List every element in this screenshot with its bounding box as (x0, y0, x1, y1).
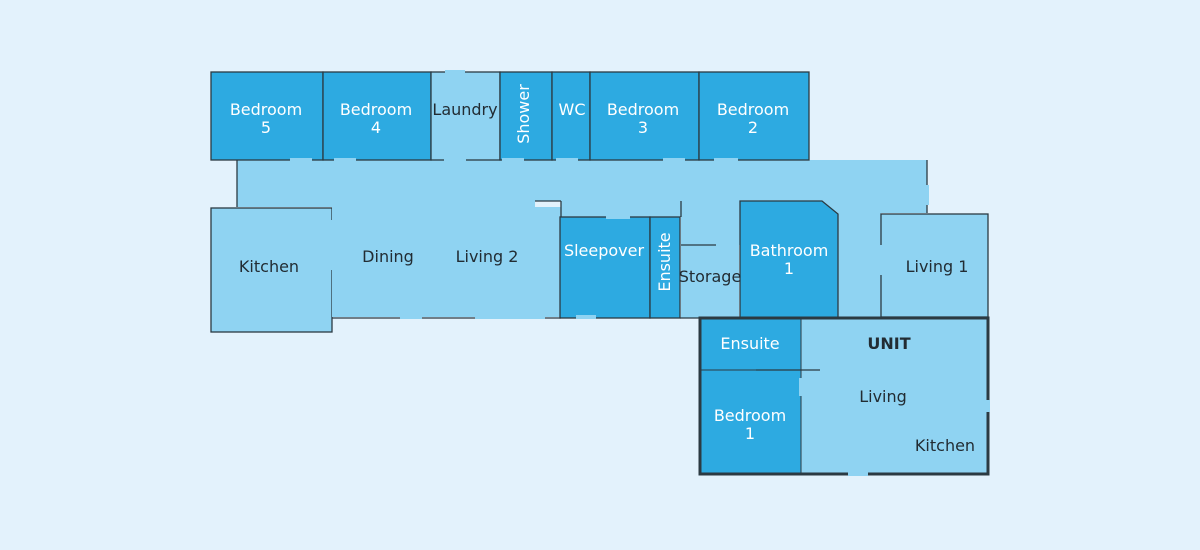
room-living-1 (880, 213, 989, 318)
room-ensuite-unit (699, 317, 802, 371)
label-shower: Shower (514, 84, 533, 144)
room-ensuite-main (649, 216, 681, 319)
label-living-2: Living 2 (455, 247, 519, 266)
label-kitchen-unit: Kitchen (914, 436, 976, 455)
label-sleepover: Sleepover (563, 241, 645, 260)
label-dining: Dining (362, 247, 414, 266)
label-storage: Storage (678, 267, 742, 286)
label-ensuite-main: Ensuite (655, 232, 674, 292)
room-bathroom-1 (739, 200, 839, 319)
label-kitchen: Kitchen (238, 257, 300, 276)
label-laundry: Laundry (432, 100, 498, 119)
room-kitchen (210, 207, 333, 333)
label-bedroom-4: Bedroom 4 (339, 100, 413, 137)
door-openings (290, 70, 990, 476)
room-dining-living (332, 207, 561, 317)
room-bedroom-5 (210, 71, 324, 161)
room-bedroom-3 (589, 71, 700, 161)
room-bedroom-1-unit (699, 369, 802, 475)
label-living-1: Living 1 (905, 257, 969, 276)
label-bedroom-3: Bedroom 3 (606, 100, 680, 137)
label-bathroom-1: Bathroom 1 (749, 241, 829, 278)
label-ensuite-unit: Ensuite (720, 334, 780, 353)
label-wc: WC (558, 100, 586, 119)
label-unit-title: UNIT (867, 334, 911, 353)
hallway (237, 160, 927, 318)
room-storage (681, 245, 739, 318)
room-bedroom-4 (322, 71, 432, 161)
label-bedroom-1-unit: Bedroom 1 (713, 406, 787, 443)
room-shower (499, 71, 553, 161)
room-sleepover (559, 216, 651, 319)
label-living-unit: Living (859, 387, 907, 406)
label-bedroom-2: Bedroom 2 (716, 100, 790, 137)
room-bedroom-2 (698, 71, 810, 161)
unit-living-kitchen (801, 318, 988, 474)
label-bedroom-5: Bedroom 5 (229, 100, 303, 137)
